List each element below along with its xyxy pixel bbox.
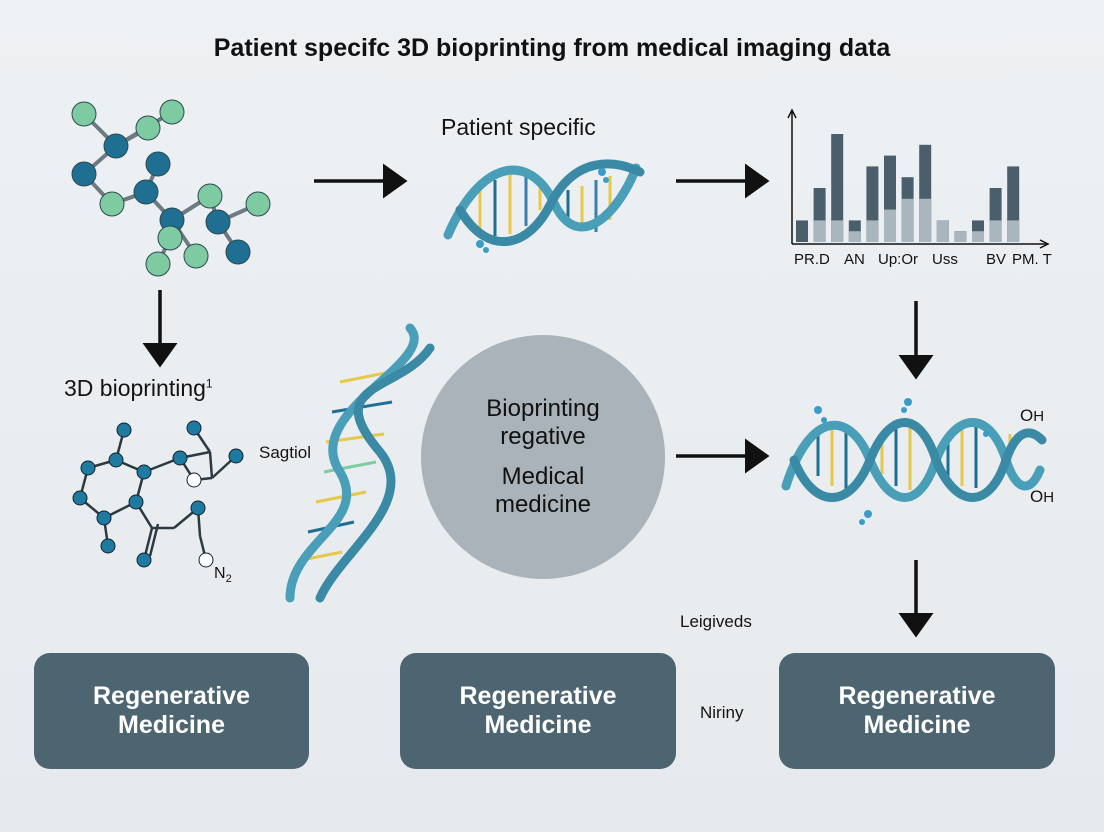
label-patient-specific: Patient specific [441, 114, 596, 140]
box-2-line-1: Regenerative [459, 682, 617, 710]
bar-chart: PR.D AN Up:Or Uss BV PM. T [787, 108, 1052, 268]
label-sagtiol: Sagtiol [259, 443, 311, 462]
chart-bar-light [1007, 220, 1020, 242]
chart-tick-label: AN [844, 251, 865, 268]
box-3-line-1: Regenerative [838, 682, 996, 710]
chart-tick-label: Uss [932, 251, 958, 268]
label-oh-top: OH [1020, 406, 1044, 426]
chart-bar-light [989, 220, 1002, 242]
label-oh-bottom: OH [1030, 487, 1054, 507]
label-3d-bioprinting-text: 3D bioprinting [64, 375, 206, 401]
molecule-structure-illustration [72, 420, 244, 568]
center-circle [421, 335, 665, 579]
chart-bar-light [866, 220, 879, 242]
circle-line-1: Bioprinting [486, 395, 600, 422]
chart-tick-label: Up:Or [878, 251, 918, 268]
center-circle-text: Bioprinting regative Medical medicine [421, 395, 665, 519]
chart-bar-light [919, 198, 932, 242]
chart-bar-light [831, 220, 844, 242]
label-leigiveds: Leigiveds [680, 612, 752, 631]
label-n2-sub: 2 [225, 573, 232, 586]
chart-bar-light [901, 198, 914, 242]
label-oh-top-o: O [1020, 406, 1034, 425]
dna-helix-vertical-illustration [285, 323, 435, 603]
label-3d-bioprinting: 3D bioprinting1 [64, 375, 213, 402]
chart-bar-dark [831, 134, 844, 242]
box-1-line-2: Medicine [118, 711, 225, 739]
label-oh-bottom-o: O [1030, 487, 1044, 506]
dna-helix-top-illustration [443, 159, 645, 253]
chart-bar-light [813, 220, 826, 242]
chart-bar-dark [796, 220, 808, 242]
label-n2: N2 [214, 565, 232, 585]
chart-bar-light [972, 231, 984, 242]
dna-helix-right-illustration [781, 398, 1047, 525]
page-title: Patient specifc 3D bioprinting from medi… [213, 34, 891, 62]
chart-tick-label: PR.D [794, 251, 830, 268]
label-oh-top-h: H [1033, 408, 1045, 425]
label-niriny: Niriny [700, 703, 744, 722]
chart-bar-light [884, 209, 896, 242]
box-1-line-1: Regenerative [92, 682, 251, 710]
circle-line-2: regative [500, 423, 586, 450]
chart-bar-light [936, 220, 949, 242]
label-oh-bottom-h: H [1043, 489, 1055, 506]
box-2-line-2: Medicine [484, 711, 592, 739]
chart-tick-label: PM. T [1012, 251, 1052, 268]
chart-bar-light [848, 231, 861, 242]
chart-bar-light [954, 231, 967, 242]
circle-line-4: medicine [494, 491, 592, 518]
label-3d-bioprinting-sup: 1 [205, 376, 213, 391]
chart-tick-label: BV [986, 251, 1006, 268]
box-3-line-2: Medicine [863, 711, 971, 739]
circle-line-3: Medical [501, 463, 585, 490]
label-n2-text: N [214, 565, 226, 582]
molecule-cluster-illustration [71, 99, 271, 277]
